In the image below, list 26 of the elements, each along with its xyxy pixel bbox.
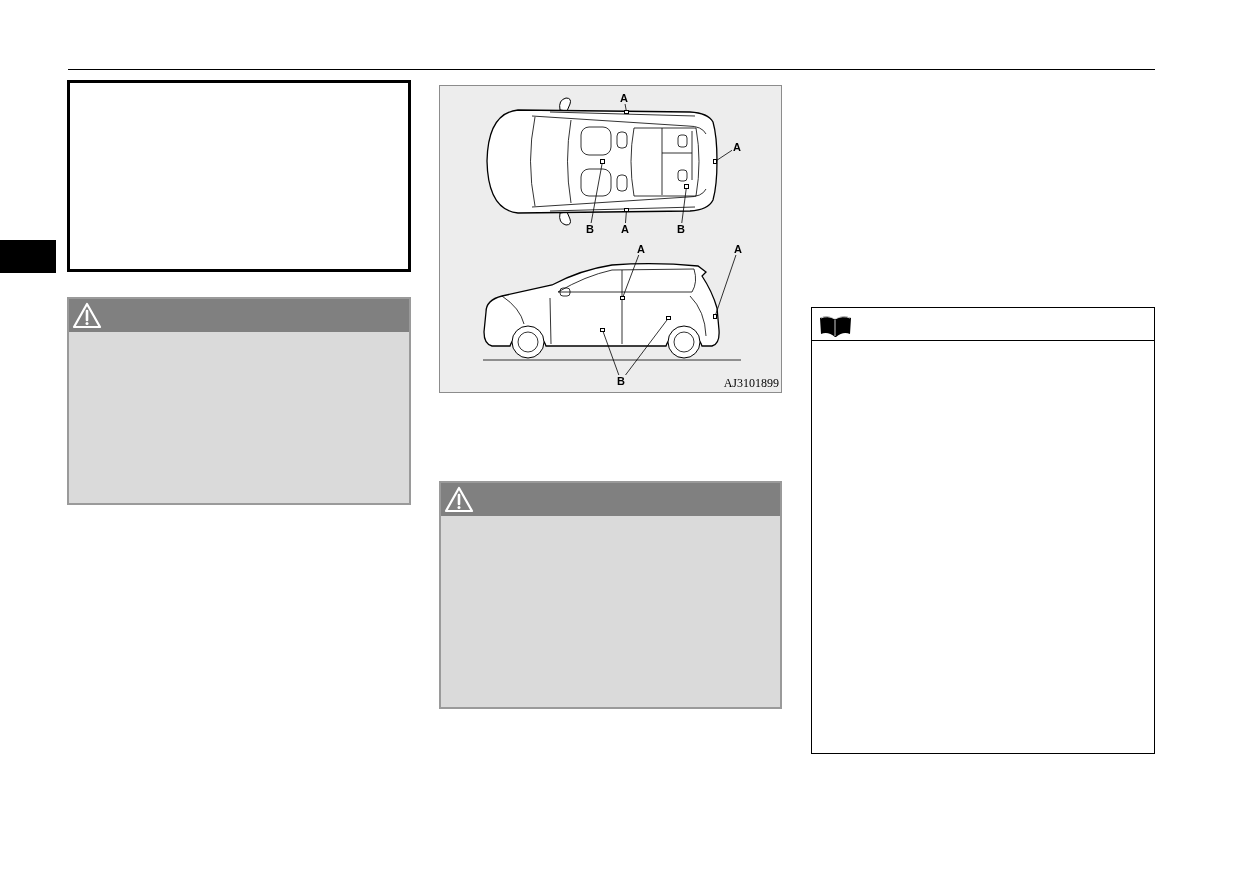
sensor-mark [666, 316, 671, 320]
sensor-mark [713, 314, 717, 319]
callout-letter: A [619, 92, 629, 104]
callout-letter: B [585, 223, 595, 235]
callout-letter: A [636, 243, 646, 255]
sensor-mark [624, 208, 629, 212]
callout-letter: A [620, 223, 630, 235]
leader-line [716, 149, 733, 161]
leader-line [624, 103, 627, 111]
callout-letter: B [676, 223, 686, 235]
leader-line [681, 188, 687, 224]
callout-letter: A [733, 243, 743, 255]
sensor-mark [600, 159, 605, 164]
sensor-mark [684, 184, 689, 189]
sensor-mark [713, 159, 717, 164]
sensor-mark [620, 296, 625, 300]
leader-line [622, 254, 640, 297]
leader-line [625, 319, 668, 376]
leader-line [625, 211, 627, 224]
sensor-mark [600, 328, 605, 332]
figure-code: AJ3101899 [723, 377, 779, 389]
leader-line [602, 331, 620, 376]
leader-line [715, 254, 737, 315]
callout-letter: B [616, 375, 626, 387]
callout-letter: A [732, 141, 742, 153]
sensor-mark [624, 110, 629, 114]
